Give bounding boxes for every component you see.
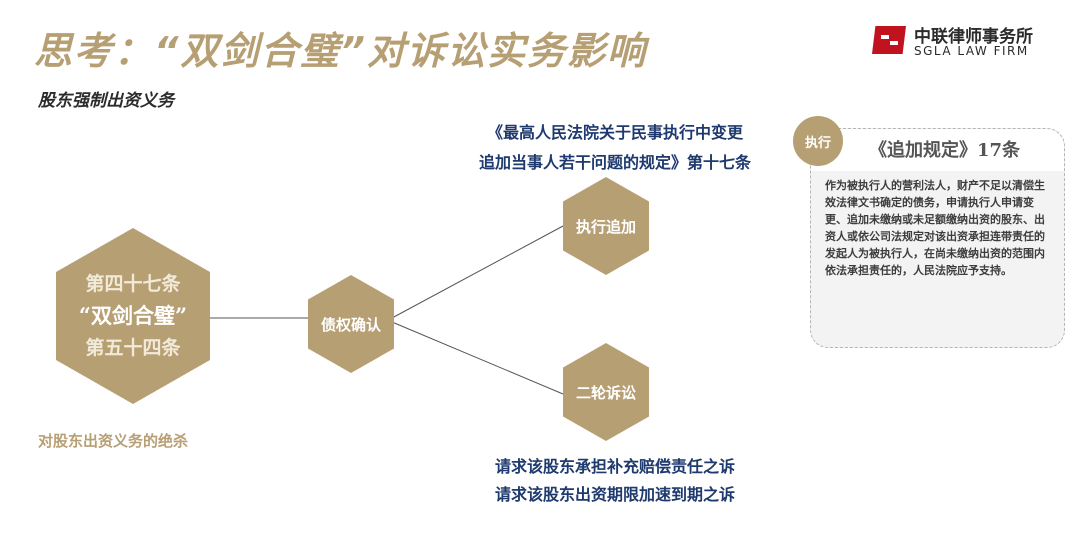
- firm-name-cn: 中联律师事务所: [914, 27, 1033, 47]
- top-text-line2: 追加当事人若干问题的规定》第十七条: [478, 153, 751, 172]
- main-hexagon: 第四十七条 “双剑合璧” 第五十四条: [56, 228, 210, 404]
- connector-center-bottom: [391, 321, 564, 395]
- main-hex-line1: 第四十七条: [85, 273, 181, 295]
- firm-logo-icon: [872, 26, 906, 54]
- regulation-card: 《追加规定》17条 作为被执行人的营利法人，财产不足以清偿生效法律文书确定的债务…: [810, 128, 1065, 348]
- claim-confirmation-hexagon: 债权确认: [308, 275, 394, 373]
- connector-center-top: [391, 225, 564, 319]
- regulation-card-title: 《追加规定》17条: [869, 140, 1021, 161]
- main-hex-line3: 第五十四条: [85, 337, 181, 359]
- firm-name-en: SGLA LAW FIRM: [914, 44, 1029, 58]
- top-regulation-text: 《最高人民法院关于民事执行中变更 追加当事人若干问题的规定》第十七条: [440, 118, 790, 178]
- page-subtitle: 股东强制出资义务: [38, 91, 174, 111]
- bottom-text-line2: 请求该股东出资期限加速到期之诉: [494, 485, 735, 504]
- bottom-text-line1: 请求该股东承担补充赔偿责任之诉: [494, 457, 735, 476]
- enforcement-badge: 执行: [793, 116, 843, 166]
- main-caption: 对股东出资义务的绝杀: [38, 432, 189, 450]
- main-hex-line2: “双剑合璧”: [78, 303, 188, 328]
- bottom-claims-text: 请求该股东承担补充赔偿责任之诉 请求该股东出资期限加速到期之诉: [440, 453, 790, 509]
- regulation-card-header: 《追加规定》17条: [811, 129, 1064, 171]
- regulation-card-body: 作为被执行人的营利法人，财产不足以清偿生效法律文书确定的债务，申请执行人申请变更…: [825, 179, 1045, 277]
- top-text-line1: 《最高人民法院关于民事执行中变更: [486, 123, 743, 142]
- page-title: 思考：“双剑合璧”对诉讼实务影响: [34, 29, 647, 73]
